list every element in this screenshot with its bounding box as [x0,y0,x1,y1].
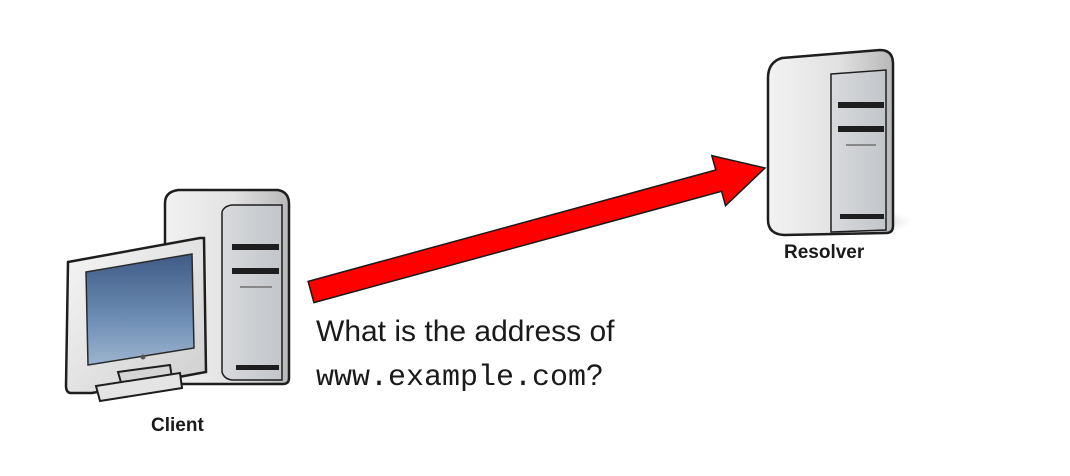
client-label: Client [151,415,204,436]
query-prefix: What is the address of [316,315,615,348]
query-line-2: www.example.com? [316,354,614,400]
query-arrow [307,154,767,304]
query-domain: www.example.com [316,361,587,395]
client-computer-icon [64,188,291,403]
query-suffix: ? [586,359,603,392]
resolver-label: Resolver [784,242,865,263]
resolver-server-icon [766,48,912,237]
query-text: What is the address of www.example.com? [316,310,614,400]
